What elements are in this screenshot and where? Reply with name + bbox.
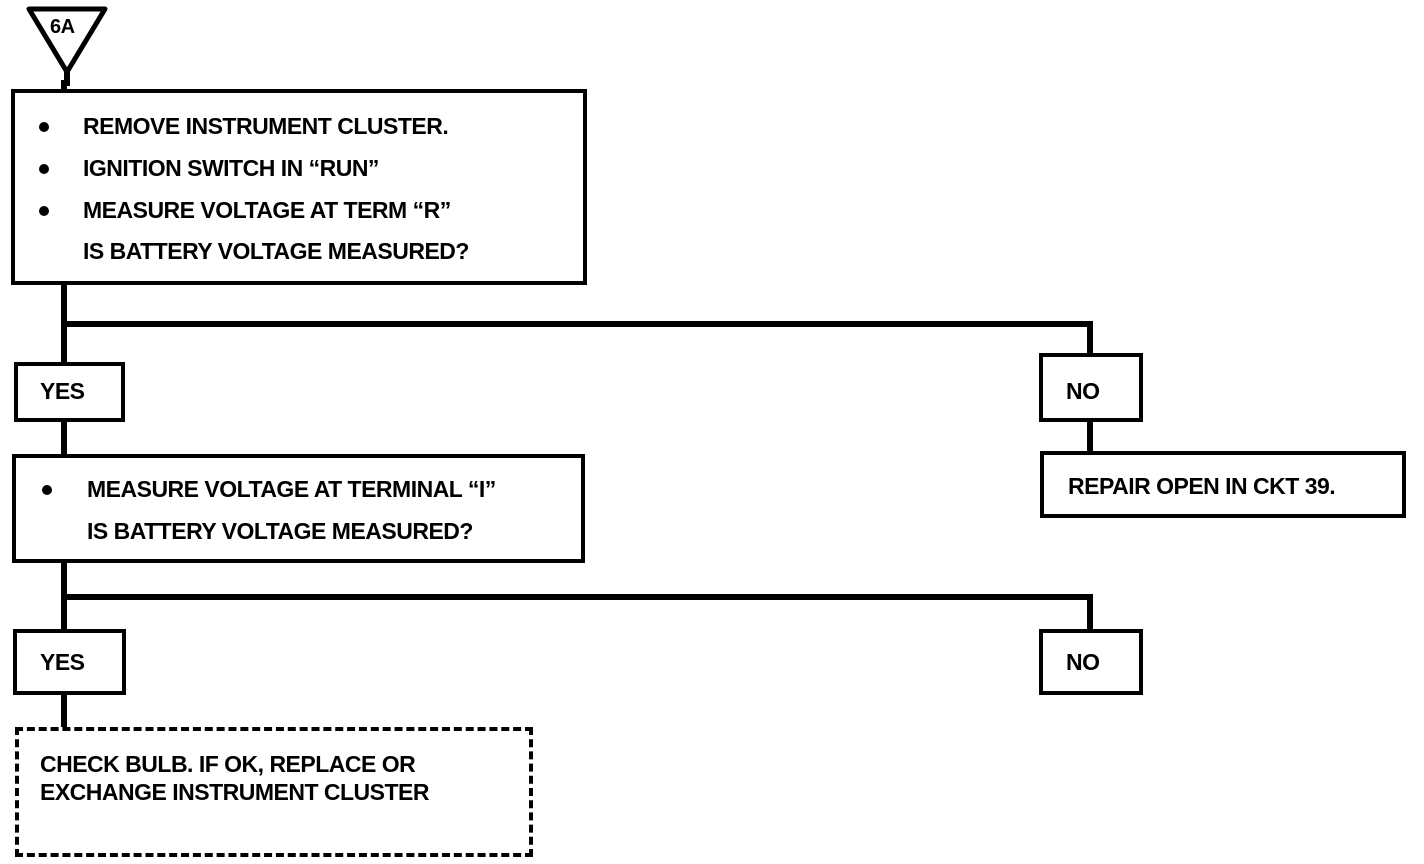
branch1-no-result-box xyxy=(1040,451,1406,518)
step2-box xyxy=(12,454,585,563)
branch1-no-box xyxy=(1039,353,1143,422)
branch2-yes-result-line-2: EXCHANGE INSTRUMENT CLUSTER xyxy=(40,779,430,805)
step1-line-1: REMOVE INSTRUMENT CLUSTER. xyxy=(83,113,449,139)
connector-no1-to-result xyxy=(1087,419,1093,454)
branch2-no-box xyxy=(1039,629,1143,695)
step1-bullet-2 xyxy=(39,164,49,174)
step2-question: IS BATTERY VOLTAGE MEASURED? xyxy=(87,518,473,544)
branch2-yes-result-line-1: CHECK BULB. IF OK, REPLACE OR xyxy=(40,751,416,777)
step2-bullet-1 xyxy=(42,485,52,495)
step2-line-1: MEASURE VOLTAGE AT TERMINAL “I” xyxy=(87,476,496,502)
step1-bullet-3 xyxy=(39,206,49,216)
start-marker-label: 6A xyxy=(50,16,75,38)
branch1-no-result: REPAIR OPEN IN CKT 39. xyxy=(1068,473,1336,499)
start-marker-triangle xyxy=(26,6,108,86)
step1-line-2: IGNITION SWITCH IN “RUN” xyxy=(83,155,379,181)
branch1-no-label: NO xyxy=(1066,378,1100,404)
branch2-yes-box xyxy=(13,629,126,695)
step1-question: IS BATTERY VOLTAGE MEASURED? xyxy=(83,238,469,264)
connector-branch2-horizontal xyxy=(61,594,1093,600)
connector-branch2-no-down xyxy=(1087,594,1093,632)
branch2-yes-label: YES xyxy=(40,649,85,675)
connector-branch1-no-down xyxy=(1087,321,1093,356)
step1-box xyxy=(11,89,587,285)
connector-start-to-step1 xyxy=(61,80,67,92)
step1-line-3: MEASURE VOLTAGE AT TERM “R” xyxy=(83,197,451,223)
branch1-yes-label: YES xyxy=(40,378,85,404)
step1-bullet-1 xyxy=(39,122,49,132)
branch2-no-label: NO xyxy=(1066,649,1100,675)
connector-yes1-to-step2 xyxy=(61,419,67,457)
connector-yes2-to-result xyxy=(61,692,67,730)
branch2-yes-result-box xyxy=(15,727,533,857)
branch1-yes-box xyxy=(14,362,125,422)
connector-branch1-horizontal xyxy=(61,321,1093,327)
